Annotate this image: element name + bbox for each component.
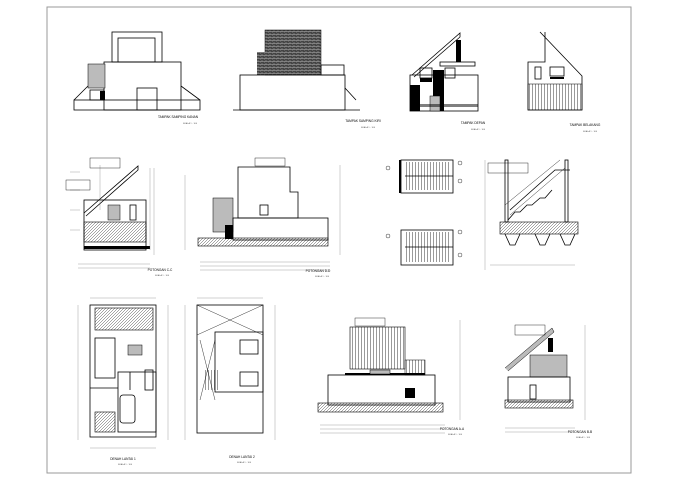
drawing-title: TAMPAK SAMPING KANAN <box>158 115 199 119</box>
drawing-title: DENAH LANTAI 1 <box>110 457 136 461</box>
stair-plan-top <box>385 159 463 194</box>
drawing-title: TAMPAK DEPAN <box>461 121 486 125</box>
elevation-rear: TAMPAK BELAKANG SKALA 1 : 100 <box>527 31 601 133</box>
section-d-d: POTONGAN D-D SKALA 1 : 100 <box>184 157 341 278</box>
elevation-left-side: TAMPAK SAMPING KIRI SKALA 1 : 100 <box>233 29 381 129</box>
drawing-title: DENAH LANTAI 2 <box>229 455 255 459</box>
floor-plan-2: DENAH LANTAI 2 SKALA 1 : 100 <box>184 297 276 464</box>
sheet-border <box>46 6 632 474</box>
drawing-title: TAMPAK SAMPING KIRI <box>345 119 380 123</box>
drawing-title: POTONGAN D-D <box>306 269 331 273</box>
drawing-title: POTONGAN C-C <box>148 268 173 272</box>
stair-section-detail <box>484 159 579 270</box>
section-b-b: POTONGAN B-B SKALA 1 : 100 <box>504 324 592 439</box>
drawing-scale: SKALA 1 : 100 <box>155 274 170 277</box>
floor-plan-1: DENAH LANTAI 1 SKALA 1 : 100 <box>77 297 169 466</box>
drawing-title: POTONGAN A-A <box>440 427 465 431</box>
drawing-scale: SKALA 1 : 100 <box>183 122 198 125</box>
drawing-title: TAMPAK BELAKANG <box>570 123 601 127</box>
section-c-c: POTONGAN C-C SKALA 1 : 100 <box>65 157 173 277</box>
drawing-scale: SKALA 1 : 100 <box>576 436 591 439</box>
stair-plan-bottom <box>385 229 463 266</box>
drawing-scale: SKALA 1 : 100 <box>118 463 133 466</box>
drawing-scale: SKALA 1 : 100 <box>583 130 598 133</box>
drawing-scale: SKALA 1 : 100 <box>315 275 330 278</box>
drawing-scale: SKALA 1 : 100 <box>361 126 376 129</box>
drawing-title: POTONGAN B-B <box>568 430 592 434</box>
elevation-right-side: TAMPAK SAMPING KANAN SKALA 1 : 100 <box>73 31 201 125</box>
drawing-scale: SKALA 1 : 100 <box>237 461 252 464</box>
drawing-scale: SKALA 1 : 100 <box>471 128 486 131</box>
drawing-scale: SKALA 1 : 100 <box>448 433 463 436</box>
elevation-front: TAMPAK DEPAN SKALA 1 : 100 <box>409 32 486 131</box>
section-a-a: POTONGAN A-A SKALA 1 : 100 <box>317 317 465 436</box>
